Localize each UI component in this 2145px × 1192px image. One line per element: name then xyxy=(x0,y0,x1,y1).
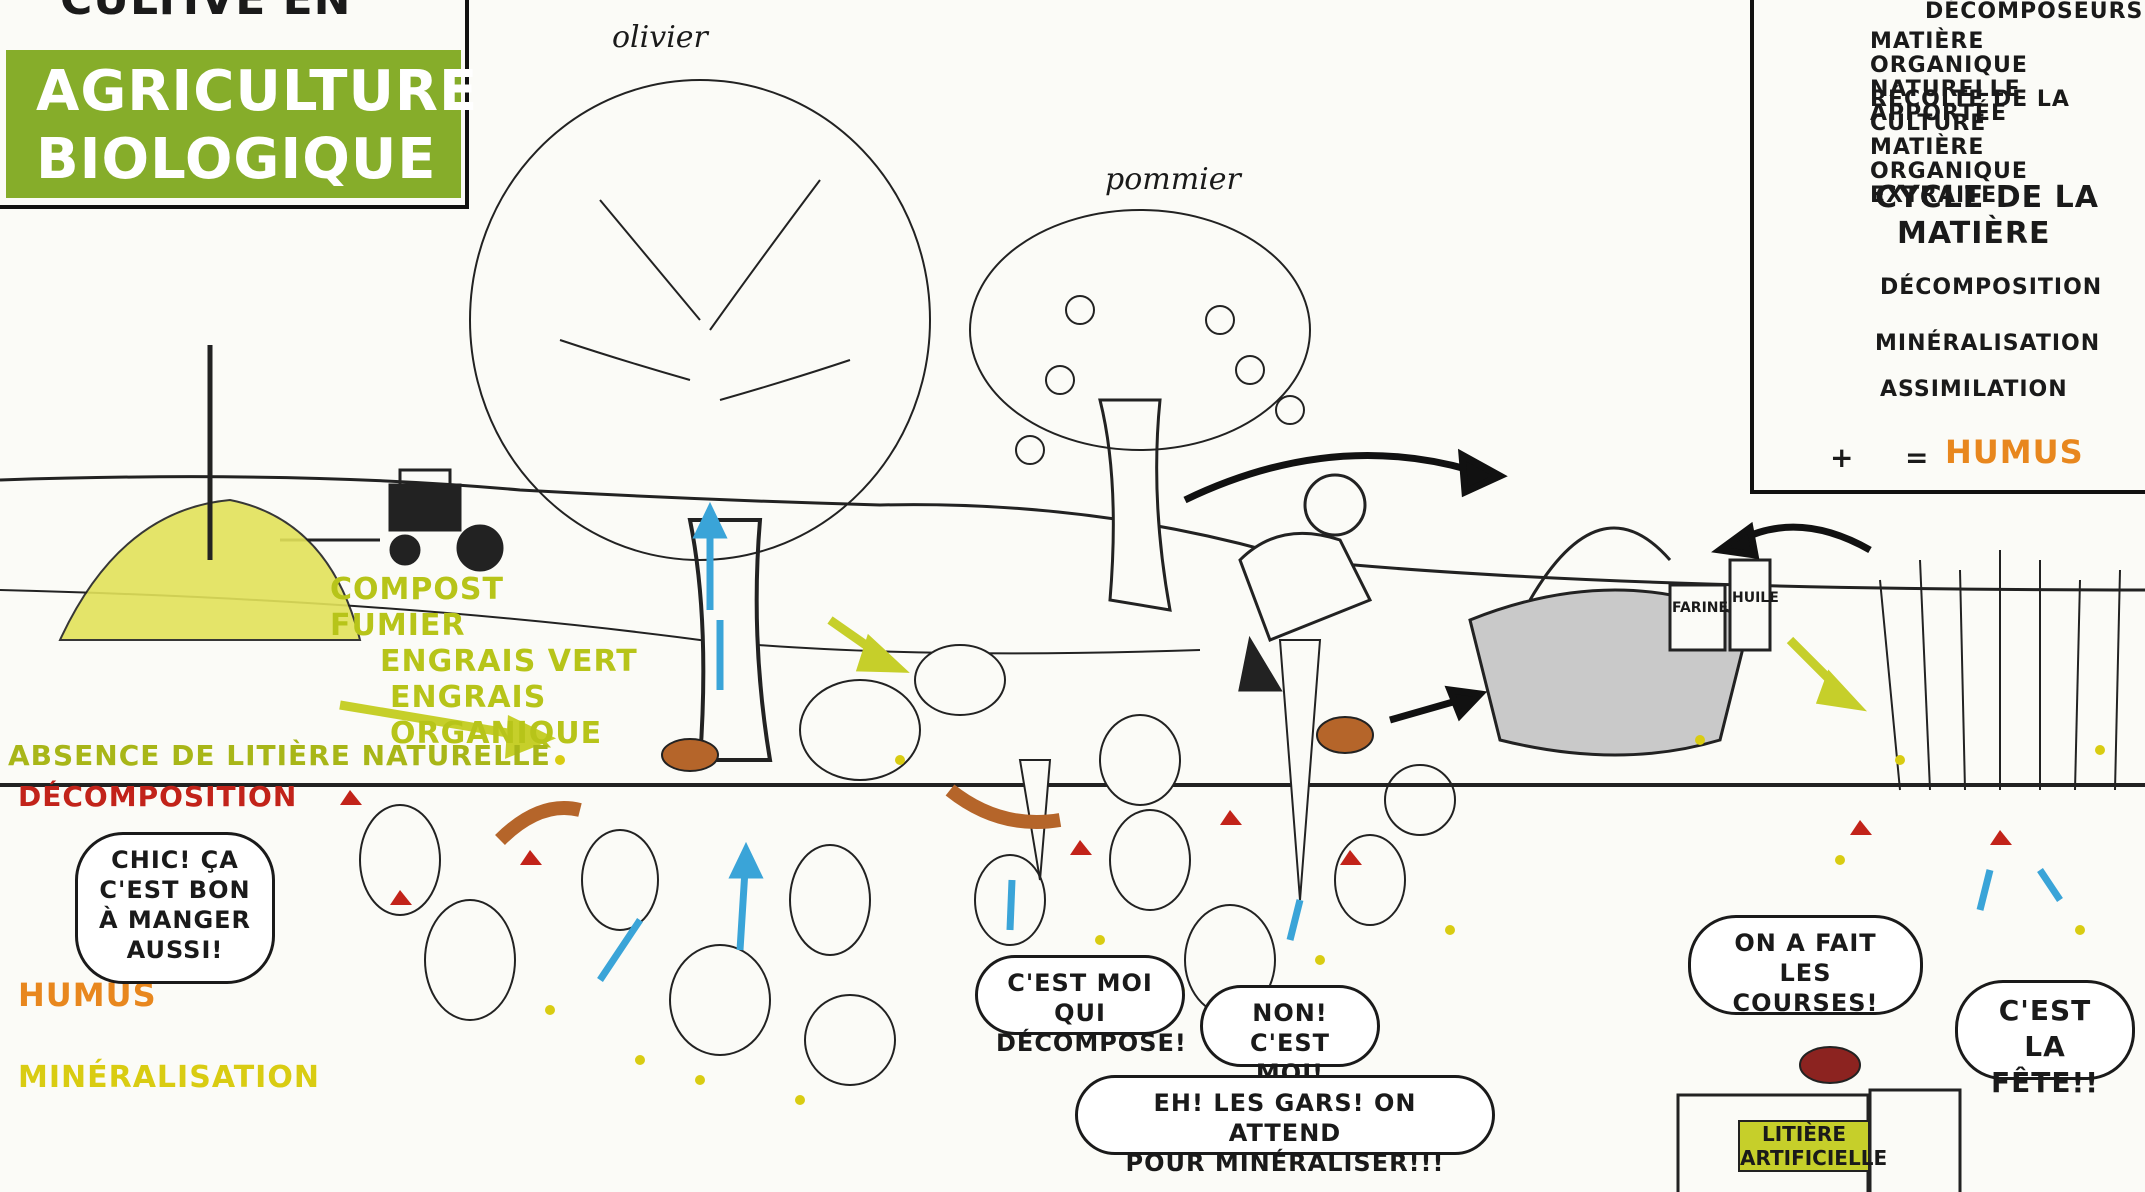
fridge-label: LITIÈRE ARTIFICIELLE xyxy=(1738,1120,1870,1172)
bubble-gars-line2: POUR MINÉRALISER!!! xyxy=(1096,1148,1474,1178)
bubble-courses-line1: ON A FAIT xyxy=(1709,928,1902,958)
bubble-decompose-line2: DÉCOMPOSE! xyxy=(996,1028,1164,1058)
legend-harvest-line2: MATIÈRE ORGANIQUE xyxy=(1870,136,2145,184)
legend-cycle: CYCLE DE LA MATIÈRE xyxy=(1875,180,2099,252)
legend-organic-line1: MATIÈRE ORGANIQUE xyxy=(1870,30,2145,78)
fridge-label-line1: LITIÈRE xyxy=(1740,1122,1868,1146)
legend-decomposers: DÉCOMPOSEURS xyxy=(1925,0,2143,24)
basket-farine-label: FARINE xyxy=(1672,600,1728,616)
legend-mineralisation: MINÉRALISATION xyxy=(1875,332,2100,356)
title-line-2: BIOLOGIQUE xyxy=(36,126,461,194)
apple-tree-label: pommier xyxy=(1105,162,1241,197)
title-line-1: AGRICULTURE xyxy=(36,58,461,126)
bubble-fete-line1: C'EST xyxy=(1976,993,2114,1029)
legend-equals: = xyxy=(1905,446,1929,470)
input-fumier: FUMIER xyxy=(330,608,638,644)
bubble-non-line1: NON! xyxy=(1221,998,1359,1028)
legend-harvest-line1: RÉCOLTE DE LA CULTURE xyxy=(1870,88,2145,136)
bubble-courses: ON A FAIT LES COURSES! xyxy=(1688,915,1923,1015)
bubble-chic-line3: À MANGER xyxy=(96,905,254,935)
legend-plus: + xyxy=(1830,446,1854,470)
bubble-gars-line1: EH! LES GARS! ON ATTEND xyxy=(1096,1088,1474,1148)
legend-humus: HUMUS xyxy=(1945,440,2084,464)
bubble-chic-line4: AUSSI! xyxy=(96,935,254,965)
fridge-label-line2: ARTIFICIELLE xyxy=(1740,1146,1868,1170)
bubble-decompose: C'EST MOI QUI DÉCOMPOSE! xyxy=(975,955,1185,1035)
input-compost: COMPOST xyxy=(330,572,638,608)
bubble-courses-line2: LES COURSES! xyxy=(1709,958,1902,1018)
input-engrais-vert: ENGRAIS VERT xyxy=(380,644,638,680)
bubble-decompose-line1: C'EST MOI QUI xyxy=(996,968,1164,1028)
legend-assimilation: ASSIMILATION xyxy=(1880,378,2068,402)
apple-trunk xyxy=(1100,400,1170,610)
bubble-chic: CHIC! ÇA C'EST BON À MANGER AUSSI! xyxy=(75,832,275,984)
bubble-chic-line1: CHIC! ÇA xyxy=(96,845,254,875)
bubble-fete-line2: LA FÊTE!! xyxy=(1976,1029,2114,1101)
bubble-non: NON! C'EST MOI! xyxy=(1200,985,1380,1067)
title-top-line: CULTIVÉ EN xyxy=(60,0,351,25)
basket-huile-label: HUILE xyxy=(1732,590,1779,606)
legend-decomposition: DÉCOMPOSITION xyxy=(1880,276,2102,300)
bubble-gars: EH! LES GARS! ON ATTEND POUR MINÉRALISER… xyxy=(1075,1075,1495,1155)
wheat-field xyxy=(1880,550,2120,790)
bubble-chic-line2: C'EST BON xyxy=(96,875,254,905)
legend-cycle-line1: CYCLE DE LA xyxy=(1875,180,2099,216)
legend-cycle-line2: MATIÈRE xyxy=(1897,216,2099,252)
mineralisation-label: MINÉRALISATION xyxy=(18,1060,320,1095)
olive-trunk xyxy=(690,520,770,760)
olive-foliage xyxy=(470,80,930,560)
organic-inputs-label: COMPOST FUMIER ENGRAIS VERT ENGRAIS ORGA… xyxy=(330,572,638,752)
title-banner: AGRICULTURE BIOLOGIQUE xyxy=(6,50,461,198)
input-engrais: ENGRAIS xyxy=(390,680,638,716)
litter-absence-label: ABSENCE DE LITIÈRE NATURELLE xyxy=(8,738,551,774)
olive-tree-label: olivier xyxy=(612,20,708,55)
harvest-basket xyxy=(1470,528,1770,755)
decomposition-label: DÉCOMPOSITION xyxy=(18,780,297,813)
bubble-fete: C'EST LA FÊTE!! xyxy=(1955,980,2135,1080)
